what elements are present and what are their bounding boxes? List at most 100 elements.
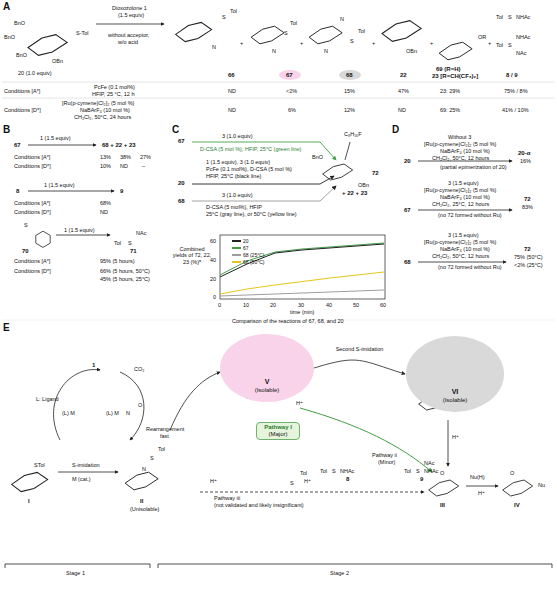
label: O [440,470,444,476]
label: NaBArF₄ (10 mol %) [440,246,490,252]
label: CH₂Cl₂, 50°C, 12 hours [432,155,489,161]
label: + [430,40,433,46]
intermediate-node: Pathway I(Major) [256,422,300,440]
label: STol [34,462,45,468]
label: 20 [210,276,216,282]
label: time (min) [290,309,314,315]
label: O [138,402,142,408]
label: Nu(H) [470,474,485,480]
label: ND [228,107,236,113]
label: Stage 2 [330,570,349,576]
label: 10 [243,302,249,308]
node-text: (Major) [269,431,288,438]
label: OBn [406,48,417,54]
label: Without 3 [448,134,471,140]
label: 40 [210,257,216,263]
label: 68% [100,200,111,206]
label: 20-α [518,150,530,157]
label: NHAc [516,34,530,40]
label: 47% [398,88,409,94]
label: OBn [358,182,369,188]
label: (Minor) [378,459,395,465]
label: S [128,240,132,246]
label: 10% [100,163,111,169]
label: S [290,480,294,486]
legend-swatch [232,261,241,263]
edge-label: Second S-imidation [335,346,385,352]
label: B [3,124,10,136]
label: M (cat.) [72,476,91,482]
label: NAc [136,230,146,236]
label: 20 [270,302,276,308]
label: 16% [520,158,531,164]
label: 8 / 9 [506,72,518,79]
label: 50 [353,302,359,308]
label: 95% (5 hours) [100,258,135,264]
legend-item: 20 [232,238,249,244]
label: 3 (1.5 equiv) [448,232,479,238]
label: 23: 29% [440,88,460,94]
label: 72 [372,170,379,177]
label: Dioxozolone 1 [112,5,147,11]
label: ND [120,163,128,169]
label: without acceptor, [108,32,149,38]
label: 40 [326,302,332,308]
label: 30 [298,302,304,308]
label: Tol [290,20,297,26]
label: Conditions [A*] [14,154,50,160]
label: 68 [404,259,411,266]
label: IV [514,502,520,509]
legend-text: 68 (25°C) [243,252,264,258]
legend-swatch [232,247,241,249]
label: (not validated and likely insignificant) [214,502,304,508]
label: Tol [114,240,121,246]
label: Conditions [A*] [14,258,50,264]
legend-swatch [232,254,241,256]
label: 20 [404,158,411,165]
label: Conditions [D*] [4,107,41,113]
label: Tol [320,468,327,474]
label: OR [478,34,486,40]
label: N [142,466,146,472]
legend-item: 68 (25°C) [232,252,264,258]
label: 69 (R=H) [436,66,461,73]
label: N [340,16,344,22]
label: Combined yields of 72, 22, 23 (%)ᵃ [172,246,212,265]
label: + [372,40,375,46]
legend-text: 20 [243,238,249,244]
label: NAc [424,460,434,466]
node-text: V [265,378,270,386]
label: I [28,498,30,505]
label: BnO [14,20,25,26]
label: Tol [300,470,307,476]
label: 66% (5 hours, 50°C) [100,268,150,274]
label: 3 (1.5 equiv) [448,180,479,186]
label: [Ru(p-cymene)Cl₂]₂ (5 mol %) [424,141,496,147]
label: w/o acid [118,39,138,45]
label: 75% (50°C) [514,254,543,260]
label: Tol [496,42,503,48]
label: NaBArF₄ (10 mol %) [80,107,130,113]
label: (partial epimerization of 20) [440,164,507,170]
label: S-imidation [72,462,100,468]
label: + [300,40,303,46]
label: O [510,470,514,476]
label: Tol [404,468,411,474]
label: 8 [16,188,19,195]
label: S [350,38,354,44]
label: + [488,40,491,46]
label: Rearrangement [146,426,184,432]
label: [Ru(p-cymene)Cl₂]₂ (5 mol %) [424,239,496,245]
label: 75% / 8% [504,88,528,94]
label: BnO [312,154,323,160]
label: Conditions [D*] [14,163,51,169]
legend-item: 67 [232,245,249,251]
label: H⁺ [478,490,485,496]
label: 20 [178,180,185,187]
label: PcFe (0.1 mol%), D-CSA (5 mol %) [206,166,292,172]
label: 1 (1.5 equiv) [44,182,75,188]
label: 69: 25% [440,107,460,113]
label: 1 (1.5 equiv) [40,135,71,141]
label: Tol [496,14,503,20]
label: (no 72 formed without Ru) [438,212,502,218]
